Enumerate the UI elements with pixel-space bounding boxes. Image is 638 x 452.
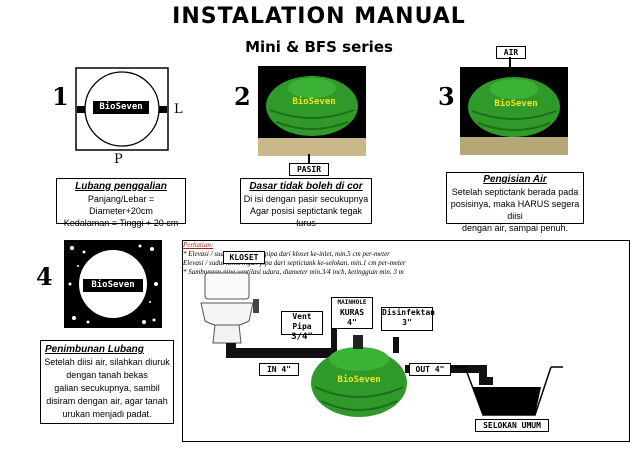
step-number-4: 4 <box>36 262 53 291</box>
page-title: INSTALATION MANUAL <box>172 4 466 29</box>
pointer-line <box>509 57 511 67</box>
bioseven-logo: BioSeven <box>292 97 336 107</box>
note-line: * Elevasi / sudut kemiringan pipa dari k… <box>183 250 390 258</box>
step3-caption-line: Setelah septictank berada pada <box>451 187 579 197</box>
step2-caption-line: Agar posisi septictank tegak lurus <box>249 206 363 228</box>
manhole-size: 4" <box>347 318 357 327</box>
step-number-2: 2 <box>234 82 251 111</box>
step-number-3: 3 <box>438 82 455 111</box>
dimension-label-l: L <box>174 102 183 117</box>
step4-caption-line: Setelah diisi air, silahkan diuruk <box>44 357 170 367</box>
sand-tag: PASIR <box>289 163 329 176</box>
note-label: Perhatian: <box>183 241 214 249</box>
disinfektan-tag: Disinfektan 3" <box>381 307 435 331</box>
step4-caption-title: Penimbunan Lubang <box>45 344 144 355</box>
step4-caption-line: urukan menjadi padat. <box>62 409 152 419</box>
outlet-tag: OUT 4" <box>409 363 451 376</box>
vent-pipe-label: Vent Pipa <box>292 312 312 331</box>
step2-photo <box>258 66 366 156</box>
bioseven-logo: BioSeven <box>337 375 381 385</box>
step2-caption-title: Dasar tidak boleh di cor <box>249 181 363 192</box>
step2-caption-line: Di isi dengan pasir secukupnya <box>243 194 369 204</box>
note-line: * Sambungan pipa ventilasi udara, diamet… <box>183 268 404 276</box>
toilet-illustration <box>200 272 259 344</box>
disinfektan-size: 3" <box>402 318 412 327</box>
water-tag: AIR <box>496 46 526 59</box>
step3-photo <box>460 67 568 155</box>
disinfektan-label: Disinfektan <box>382 308 435 317</box>
bioseven-logo: BioSeven <box>93 101 149 114</box>
step1-caption-line: Panjang/Lebar = Diameter+20cm <box>87 194 155 216</box>
manhole-tag: MAINHOLE KURAS 4" <box>331 297 373 329</box>
step4-caption-box: Penimbunan Lubang Setelah diisi air, sil… <box>40 340 174 424</box>
note-line: Elevasi / sudut kemiringan pipa dari sep… <box>183 259 406 267</box>
kloset-tag: KLOSET <box>223 251 265 264</box>
step-number-1: 1 <box>52 82 69 111</box>
inlet-tag: IN 4" <box>259 363 299 376</box>
vent-pipe-tag: Vent Pipa 3/4" <box>281 311 323 342</box>
step4-caption-line: dengan tanah bekas <box>66 370 148 380</box>
bioseven-logo: BioSeven <box>83 279 143 292</box>
installation-diagram: KLOSET Perhatian: * Elevasi / sudut kemi… <box>182 240 630 442</box>
dimension-label-p: P <box>114 152 123 167</box>
vent-pipe-size: 3/4" <box>291 332 313 342</box>
step2-caption-box: Dasar tidak boleh di cor Di isi dengan p… <box>240 178 372 228</box>
step1-caption-box: Lubang penggalian Panjang/Lebar = Diamet… <box>56 178 186 228</box>
step1-caption-line: Kedalaman = Tinggi + 20 cm <box>63 218 179 228</box>
step3-caption-title: Pengisian Air <box>483 174 547 185</box>
step1-caption-title: Lubang penggalian <box>75 181 167 192</box>
step3-caption-box: Pengisian Air Setelah septictank berada … <box>446 172 584 233</box>
step4-caption-line: disiram dengan air, agar tanah <box>46 396 168 406</box>
step3-caption-line: posisinya, maka HARUS segera diisi <box>450 199 580 221</box>
manhole-label: MAINHOLE <box>337 299 367 306</box>
public-drain-tag: SELOKAN UMUM <box>475 419 549 432</box>
step3-caption-line: dengan air, sampai penuh. <box>461 223 569 233</box>
bioseven-logo: BioSeven <box>494 99 538 109</box>
manhole-sub: KURAS <box>339 308 365 317</box>
pointer-line <box>308 154 310 164</box>
page-subtitle: Mini & BFS series <box>245 38 393 56</box>
step4-caption-line: galian secukupnya, sambil <box>54 383 160 393</box>
